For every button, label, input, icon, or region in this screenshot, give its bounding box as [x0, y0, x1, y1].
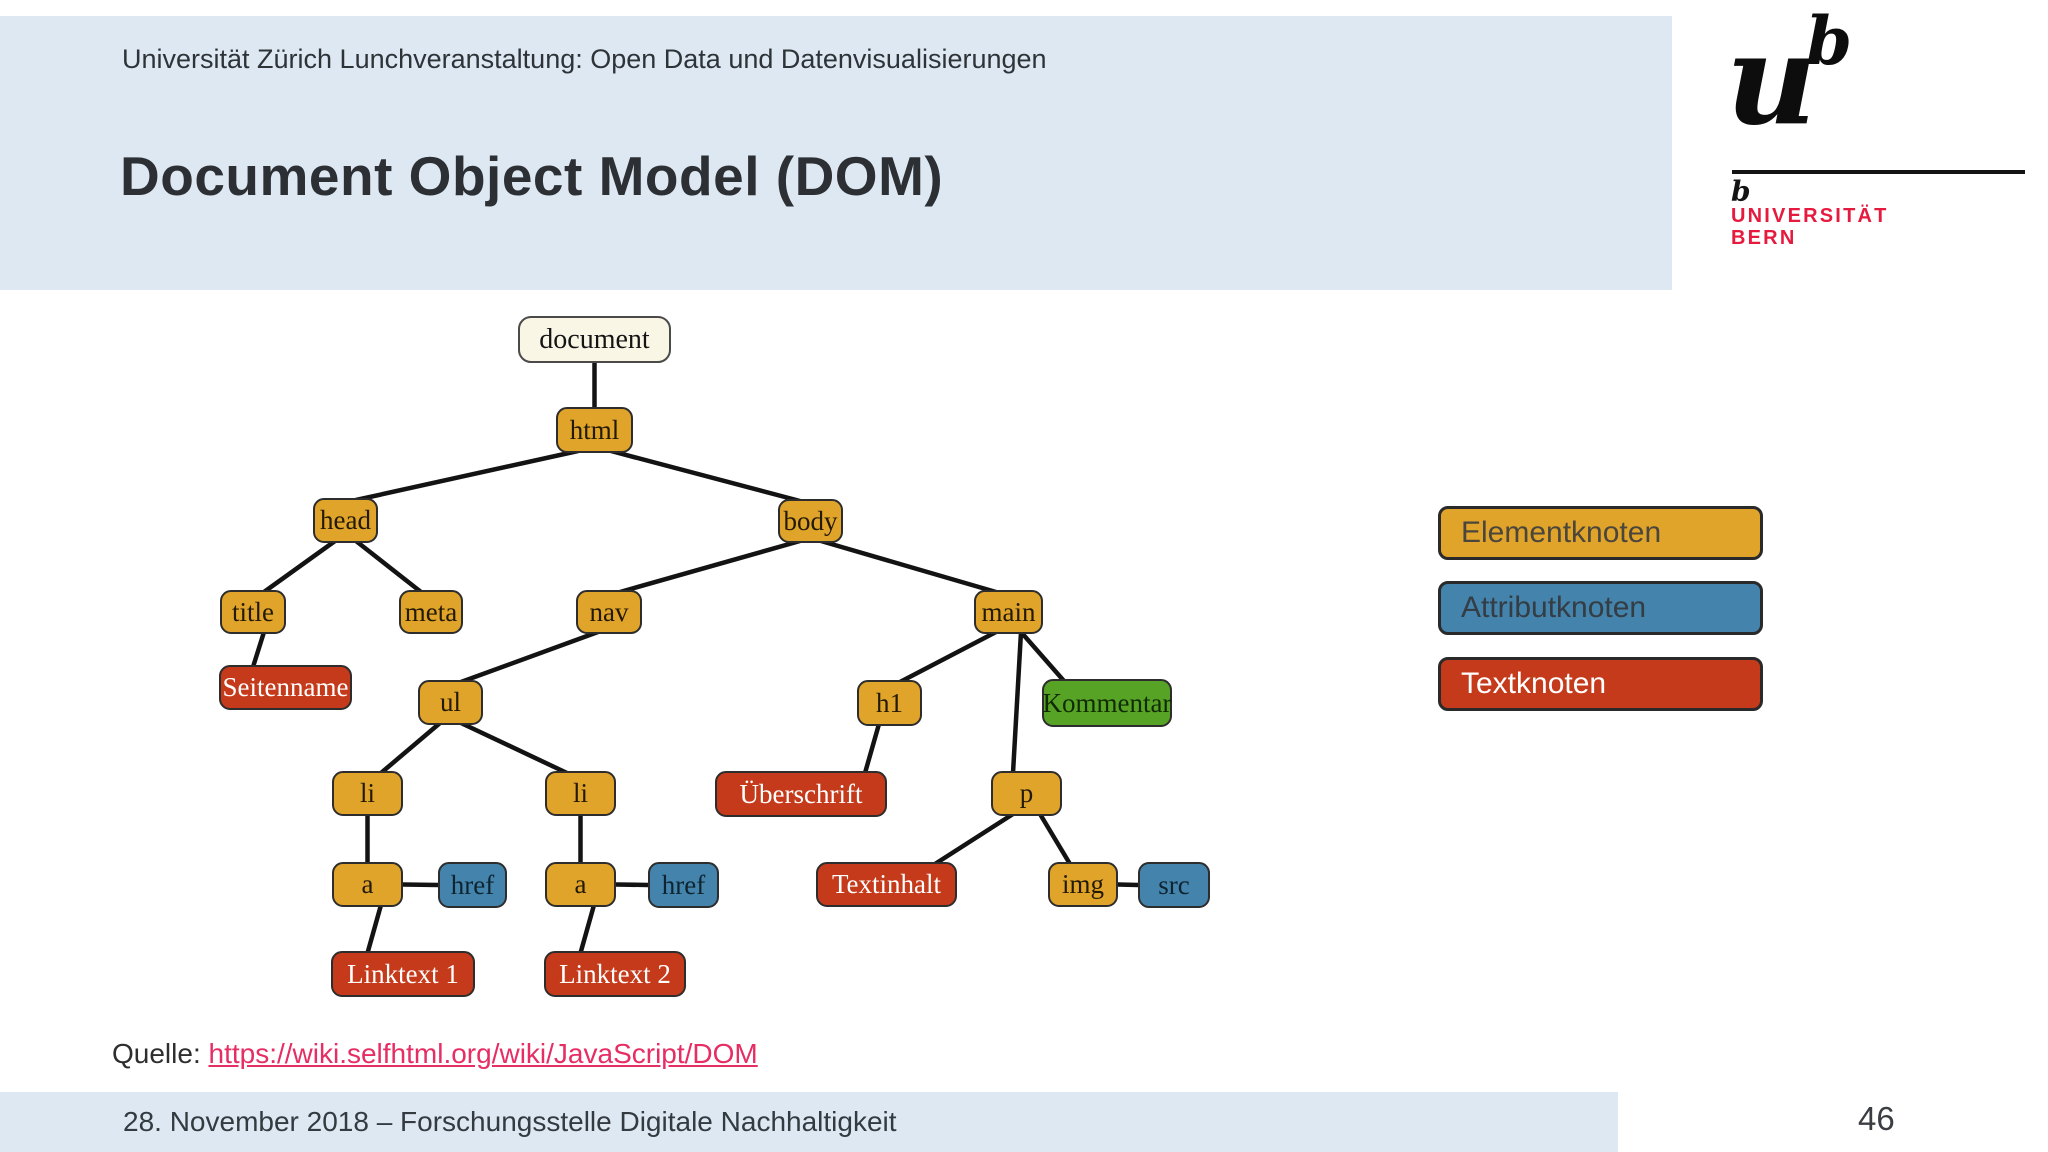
node-title: title	[220, 590, 286, 634]
node-kommentar: Kommentar	[1042, 679, 1172, 727]
source-line: Quelle: https://wiki.selfhtml.org/wiki/J…	[112, 1038, 758, 1070]
logo-superscript-b: b	[1806, 2, 1853, 80]
node-ul: ul	[418, 680, 483, 725]
logo-universitaet: UNIVERSITÄT	[1731, 205, 1889, 227]
node-h1: h1	[857, 680, 922, 726]
page-number: 46	[1858, 1100, 1895, 1137]
legend-text: Textknoten	[1438, 657, 1763, 711]
edge-body-nav	[617, 538, 803, 595]
page-title: Document Object Model (DOM)	[120, 145, 944, 207]
edge-p-img	[1037, 811, 1073, 867]
edge-a2-href2	[613, 882, 651, 888]
legend-attribute: Attributknoten	[1438, 581, 1763, 635]
footer-band: 28. November 2018 – Forschungsstelle Dig…	[0, 1092, 1618, 1152]
edge-img-src	[1115, 882, 1141, 888]
node-ueberschrift: Überschrift	[715, 771, 887, 817]
node-body: body	[778, 499, 843, 543]
edge-nav-ul	[458, 629, 601, 685]
legend-element: Elementknoten	[1438, 506, 1763, 560]
edge-head-meta	[353, 538, 424, 595]
node-html: html	[556, 407, 633, 453]
edge-main-kommentar	[1018, 629, 1067, 684]
node-nav: nav	[576, 590, 642, 634]
node-p: p	[991, 771, 1062, 816]
header-band: Universität Zürich Lunchveranstaltung: O…	[0, 16, 1672, 290]
edge-ul-li1	[378, 720, 443, 776]
node-main: main	[974, 590, 1043, 634]
logo-bern: BERN	[1731, 227, 1797, 249]
edge-main-h1	[897, 629, 999, 685]
eyebrow-text: Universität Zürich Lunchveranstaltung: O…	[122, 44, 1047, 74]
logo-rule	[1732, 170, 2025, 174]
node-href1: href	[438, 862, 507, 908]
edge-a1-linktext1	[365, 902, 384, 956]
node-linktext1: Linktext 1	[331, 951, 475, 997]
edge-a1-href1	[400, 882, 441, 888]
edge-body-main	[818, 538, 999, 595]
logo-u-glyph: u	[1726, 7, 1817, 153]
edge-ul-li2	[458, 720, 570, 776]
node-li2: li	[545, 771, 616, 816]
footer-text: 28. November 2018 – Forschungsstelle Dig…	[123, 1106, 897, 1137]
node-src: src	[1138, 862, 1210, 908]
node-a2: a	[545, 862, 616, 907]
node-textinhalt: Textinhalt	[816, 862, 957, 907]
logo-small-b: b	[1731, 175, 1751, 208]
edge-title-seitenname	[250, 629, 267, 670]
edge-html-head	[353, 448, 581, 503]
source-label: Quelle:	[112, 1038, 209, 1069]
node-head: head	[313, 498, 378, 543]
node-seitenname: Seitenname	[219, 665, 352, 710]
edge-p-textinhalt	[932, 811, 1016, 867]
node-img: img	[1048, 862, 1118, 907]
node-document: document	[518, 316, 671, 363]
edge-head-title	[261, 538, 338, 595]
node-href2: href	[648, 862, 719, 908]
node-li1: li	[332, 771, 403, 816]
edge-h1-ueberschrift	[862, 721, 882, 776]
edge-html-body	[608, 448, 803, 504]
node-meta: meta	[399, 590, 463, 634]
edge-a2-linktext2	[578, 902, 597, 956]
source-link[interactable]: https://wiki.selfhtml.org/wiki/JavaScrip…	[208, 1038, 758, 1069]
edge-main-p	[1010, 629, 1024, 776]
node-linktext2: Linktext 2	[544, 951, 686, 997]
node-a1: a	[332, 862, 403, 907]
